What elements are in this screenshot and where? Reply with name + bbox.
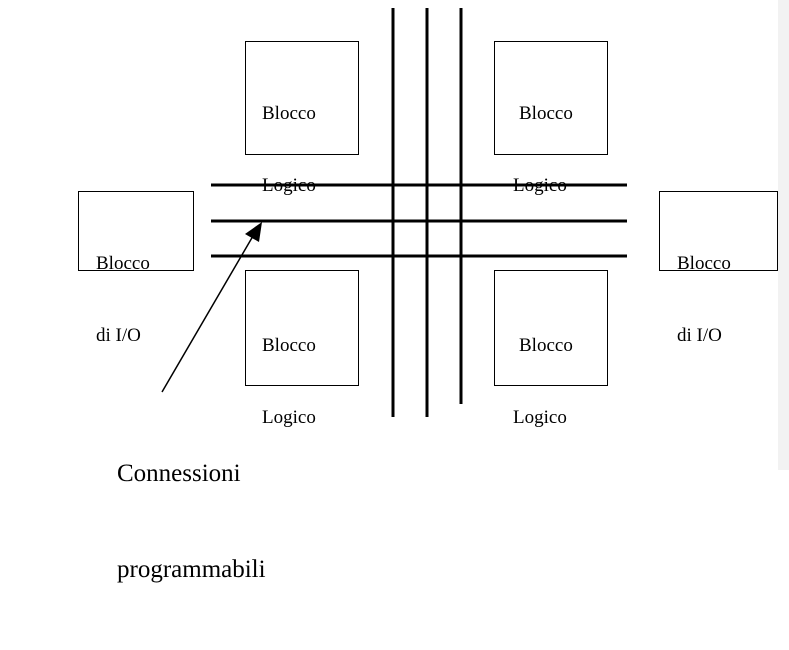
callout-arrowhead [245, 222, 262, 242]
io-block-left-label-line1: Blocco [96, 253, 150, 274]
callout-label-line1: Connessioni [117, 460, 241, 487]
io-block-right [659, 191, 778, 271]
logic-block-bottom-right-label-line1: Blocco [519, 335, 573, 356]
logic-block-bottom-right-label-line2: Logico [513, 407, 567, 428]
io-block-left-label: Blocco di I/O [96, 204, 150, 396]
programmable-connections-callout: Connessioni programmabili [117, 394, 266, 650]
callout-label-line2: programmabili [117, 556, 266, 583]
io-block-right-label: Blocco di I/O [677, 204, 731, 396]
logic-block-top-left-label-line2: Logico [262, 175, 316, 196]
logic-block-bottom-left-label-line1: Blocco [262, 335, 316, 356]
routing-wires [161, 8, 627, 417]
logic-block-top-left-label: Blocco Logico [262, 54, 316, 246]
logic-block-bottom-right [494, 270, 608, 386]
logic-block-top-right [494, 41, 608, 155]
logic-block-top-right-label-line1: Blocco [519, 103, 573, 124]
fpga-architecture-diagram: Blocco Logico Blocco Logico Blocco Logic… [78, 0, 789, 583]
logic-block-top-left [245, 41, 359, 155]
io-block-left-label-line2: di I/O [96, 325, 141, 346]
logic-block-bottom-right-label: Blocco Logico [513, 286, 573, 478]
callout-arrow-line [161, 235, 254, 393]
logic-block-bottom-left [245, 270, 359, 386]
io-block-right-label-line2: di I/O [677, 325, 722, 346]
logic-block-bottom-left-label-line2: Logico [262, 407, 316, 428]
io-block-left [78, 191, 194, 271]
io-block-right-label-line1: Blocco [677, 253, 731, 274]
logic-block-top-left-label-line1: Blocco [262, 103, 316, 124]
logic-block-top-right-label: Blocco Logico [513, 54, 573, 246]
logic-block-top-right-label-line2: Logico [513, 175, 567, 196]
logic-block-bottom-left-label: Blocco Logico [262, 286, 316, 478]
right-edge-strip [778, 0, 789, 470]
